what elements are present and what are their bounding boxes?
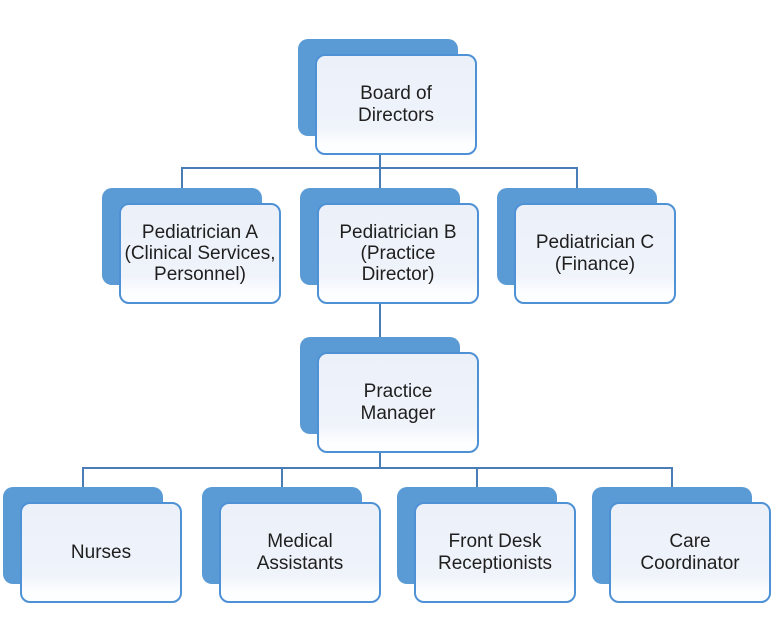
- node-card: Front Desk Receptionists: [414, 502, 576, 603]
- node-label: Pediatrician A (Clinical Services, Perso…: [124, 221, 276, 286]
- org-node-board-of-directors[interactable]: Board of Directors: [298, 39, 477, 155]
- org-node-pediatrician-a[interactable]: Pediatrician A (Clinical Services, Perso…: [102, 188, 281, 304]
- node-card: Pediatrician B (Practice Director): [317, 203, 479, 304]
- node-label: Front Desk Receptionists: [437, 531, 553, 574]
- node-card: Pediatrician C (Finance): [514, 203, 676, 304]
- node-card: Care Coordinator: [609, 502, 771, 603]
- node-label: Nurses: [70, 541, 132, 563]
- org-node-front-desk-receptionists[interactable]: Front Desk Receptionists: [397, 487, 576, 603]
- node-label: Pediatrician B (Practice Director): [339, 221, 457, 286]
- node-card: Medical Assistants: [219, 502, 381, 603]
- node-label: Medical Assistants: [256, 531, 344, 574]
- org-node-medical-assistants[interactable]: Medical Assistants: [202, 487, 381, 603]
- node-label: Board of Directors: [357, 83, 434, 126]
- org-node-pediatrician-c[interactable]: Pediatrician C (Finance): [497, 188, 676, 304]
- node-card: Practice Manager: [317, 352, 479, 453]
- node-card: Pediatrician A (Clinical Services, Perso…: [119, 203, 281, 304]
- node-card: Board of Directors: [315, 54, 477, 155]
- org-node-pediatrician-b[interactable]: Pediatrician B (Practice Director): [300, 188, 479, 304]
- org-node-care-coordinator[interactable]: Care Coordinator: [592, 487, 771, 603]
- org-node-nurses[interactable]: Nurses: [3, 487, 182, 603]
- org-node-practice-manager[interactable]: Practice Manager: [300, 337, 479, 453]
- node-card: Nurses: [20, 502, 182, 603]
- node-label: Pediatrician C (Finance): [535, 232, 655, 275]
- node-label: Practice Manager: [360, 381, 436, 424]
- node-label: Care Coordinator: [640, 531, 740, 574]
